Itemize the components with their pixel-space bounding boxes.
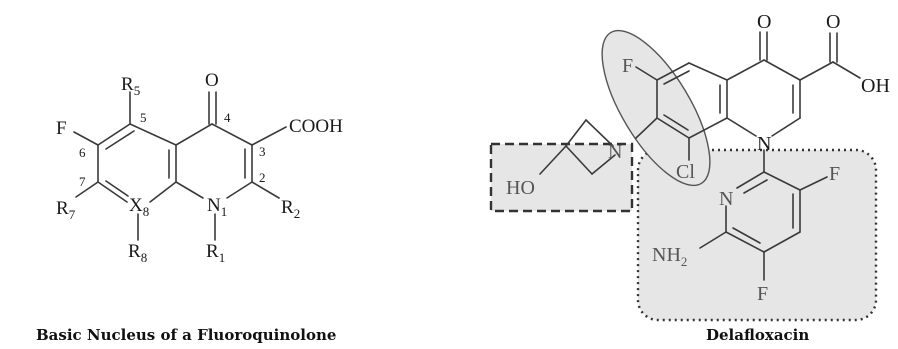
double-bond [732, 227, 761, 244]
bond [539, 145, 567, 175]
hydroxyl-label: HO [506, 177, 535, 199]
oxygen-label: O [205, 70, 219, 91]
nucleus-caption: Basic Nucleus of a Fluoroquinolone [36, 326, 337, 344]
bond [726, 59, 765, 81]
n1-label: N1 [207, 195, 227, 219]
bond [565, 119, 587, 147]
bond [251, 126, 287, 146]
pyridine-fluorine-bottom-label: F [757, 283, 768, 305]
acid-hydroxyl-label: OH [861, 75, 890, 97]
position-number: 5 [140, 110, 147, 125]
double-bond [743, 179, 768, 194]
r8-label: R8 [128, 241, 147, 265]
bond [771, 117, 801, 137]
double-bond [105, 180, 129, 197]
bond [763, 231, 801, 253]
cooh-label: COOH [289, 116, 343, 137]
bond [75, 181, 99, 198]
double-bond [105, 130, 135, 150]
x8-label: X8 [129, 195, 149, 219]
pyridine-fluorine-top-label: F [829, 163, 840, 185]
position-number: 2 [259, 170, 266, 185]
bond [97, 181, 128, 203]
bond [73, 131, 99, 146]
bond [565, 145, 593, 175]
position-number: 6 [79, 145, 86, 160]
bond [725, 231, 765, 253]
r7-label: R7 [56, 198, 76, 222]
bond [736, 171, 765, 189]
bond [799, 61, 834, 81]
r5-label: R5 [121, 74, 140, 98]
position-number: 7 [79, 174, 86, 189]
bond [635, 117, 658, 139]
bond [832, 61, 861, 79]
bond [763, 171, 801, 191]
bond [635, 66, 658, 81]
pyridine-nitrogen-label: N [719, 188, 733, 210]
bond [688, 117, 728, 139]
chlorine-label: Cl [676, 161, 695, 183]
double-bond [663, 70, 690, 85]
r1-label: R1 [206, 241, 225, 265]
bond [699, 231, 727, 249]
bond [129, 123, 177, 146]
delafloxacin-caption: Delafloxacin [706, 326, 810, 344]
fluoroquinolone-nucleus-structure: R5 O F COOH R7 X8 N1 R2 R8 R1 2 3 4 5 6 … [56, 70, 343, 265]
r2-label: R2 [281, 197, 300, 221]
fluorine-label: F [56, 118, 67, 139]
bond [149, 181, 177, 203]
bond [799, 176, 828, 191]
keto-oxygen-label: O [757, 11, 771, 33]
bond [726, 117, 757, 137]
azetidine-nitrogen-label: N [608, 141, 622, 163]
bond [226, 181, 253, 199]
acid-oxygen-label: O [826, 11, 840, 33]
bond [688, 62, 728, 81]
bond [97, 123, 131, 146]
bond [763, 59, 801, 81]
bond [591, 154, 616, 175]
azetidine-highlight-box [489, 142, 634, 213]
bond [211, 123, 253, 146]
bond [175, 123, 213, 146]
ring-fluorine-label: F [622, 55, 633, 77]
bond [251, 181, 280, 199]
delafloxacin-structure: O O OH F N N Cl HO N F F NH2 [489, 11, 890, 322]
aminopyridine-highlight-box [636, 148, 878, 322]
quinolone-nitrogen-label: N [757, 133, 771, 155]
bond [175, 181, 204, 199]
bond [656, 62, 690, 81]
amino-group-label: NH2 [652, 244, 687, 269]
position-number: 4 [224, 110, 231, 125]
position-number: 3 [259, 144, 266, 159]
bond [656, 117, 690, 139]
bond [585, 119, 614, 147]
double-bond [663, 114, 689, 131]
fluoro-chloro-highlight-ellipse [601, 29, 711, 187]
